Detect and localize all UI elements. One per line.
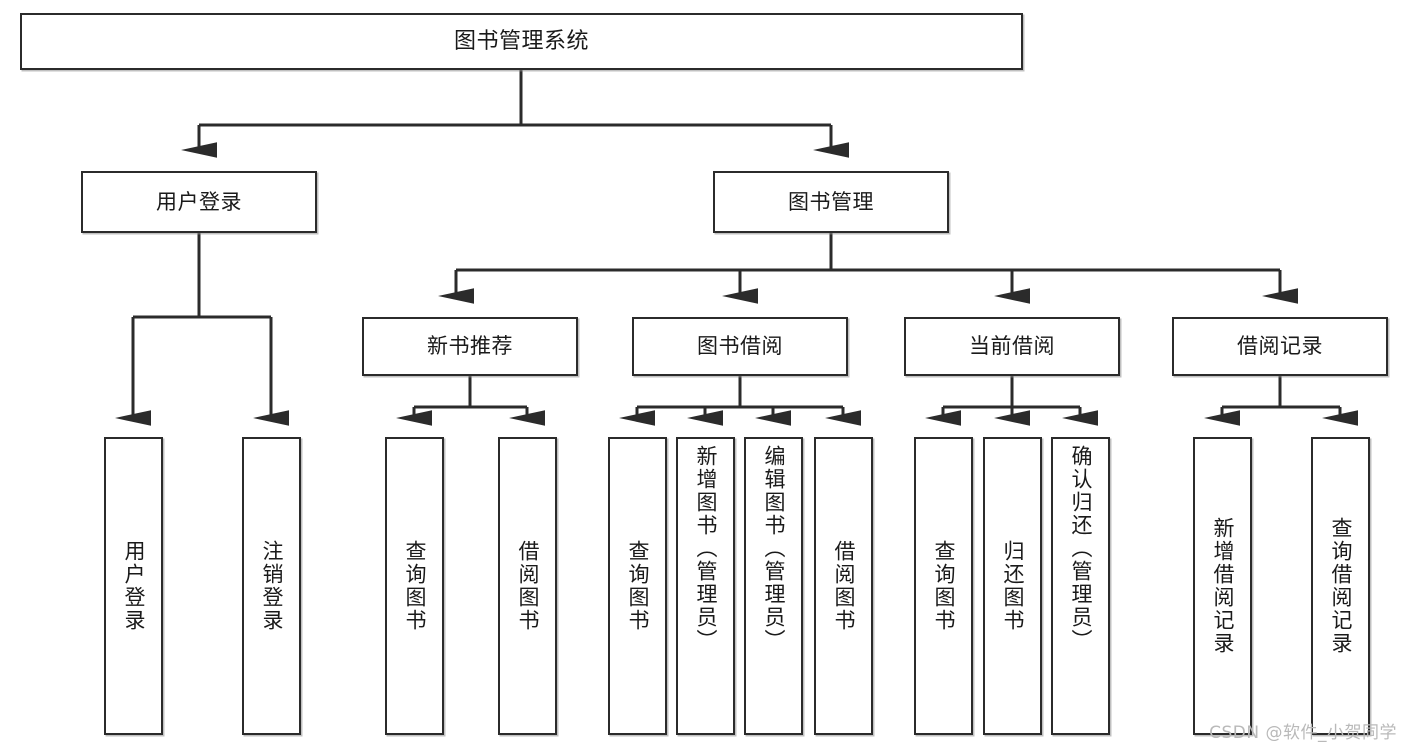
leaf-query-book-current[interactable]: 查询图书 bbox=[914, 437, 973, 735]
node-label: 用户登录 bbox=[122, 540, 146, 632]
node-label: 图书管理 bbox=[788, 189, 874, 214]
node-label: 新增借阅记录 bbox=[1211, 517, 1235, 655]
node-label: 借阅记录 bbox=[1237, 334, 1323, 359]
leaf-query-borrow-record[interactable]: 查询借阅记录 bbox=[1311, 437, 1370, 735]
node-current-borrow[interactable]: 当前借阅 bbox=[904, 317, 1120, 376]
node-label: 借阅图书 bbox=[832, 540, 856, 632]
leaf-return-book[interactable]: 归还图书 bbox=[983, 437, 1042, 735]
leaf-query-book-borrow[interactable]: 查询图书 bbox=[608, 437, 667, 735]
node-label: 查询图书 bbox=[932, 540, 956, 632]
node-label: 图书借阅 bbox=[697, 334, 783, 359]
node-label: 新增图书（管理员） bbox=[694, 445, 718, 652]
leaf-borrow-book-borrow[interactable]: 借阅图书 bbox=[814, 437, 873, 735]
node-label: 用户登录 bbox=[156, 189, 242, 214]
node-label: 编辑图书（管理员） bbox=[762, 445, 786, 652]
node-book-borrow[interactable]: 图书借阅 bbox=[632, 317, 848, 376]
node-borrow-record[interactable]: 借阅记录 bbox=[1172, 317, 1388, 376]
leaf-query-book-rec[interactable]: 查询图书 bbox=[385, 437, 444, 735]
node-book-manage[interactable]: 图书管理 bbox=[713, 171, 949, 233]
leaf-logout-login[interactable]: 注销登录 bbox=[242, 437, 301, 735]
leaf-add-book-admin[interactable]: 新增图书（管理员） bbox=[676, 437, 735, 735]
leaf-user-login[interactable]: 用户登录 bbox=[104, 437, 163, 735]
node-label: 借阅图书 bbox=[516, 540, 540, 632]
node-label: 确认归还（管理员） bbox=[1069, 445, 1093, 652]
node-user-login[interactable]: 用户登录 bbox=[81, 171, 317, 233]
node-label: 查询图书 bbox=[626, 540, 650, 632]
node-label: 查询图书 bbox=[403, 540, 427, 632]
leaf-edit-book-admin[interactable]: 编辑图书（管理员） bbox=[744, 437, 803, 735]
node-label: 新书推荐 bbox=[427, 334, 513, 359]
node-new-book-recommend[interactable]: 新书推荐 bbox=[362, 317, 578, 376]
leaf-borrow-book-rec[interactable]: 借阅图书 bbox=[498, 437, 557, 735]
node-label: 当前借阅 bbox=[969, 334, 1055, 359]
node-root-system[interactable]: 图书管理系统 bbox=[20, 13, 1023, 70]
node-label: 查询借阅记录 bbox=[1329, 517, 1353, 655]
leaf-add-borrow-record[interactable]: 新增借阅记录 bbox=[1193, 437, 1252, 735]
node-label: 注销登录 bbox=[260, 540, 284, 632]
leaf-confirm-return-admin[interactable]: 确认归还（管理员） bbox=[1051, 437, 1110, 735]
node-label: 图书管理系统 bbox=[453, 28, 589, 54]
node-label: 归还图书 bbox=[1001, 540, 1025, 632]
